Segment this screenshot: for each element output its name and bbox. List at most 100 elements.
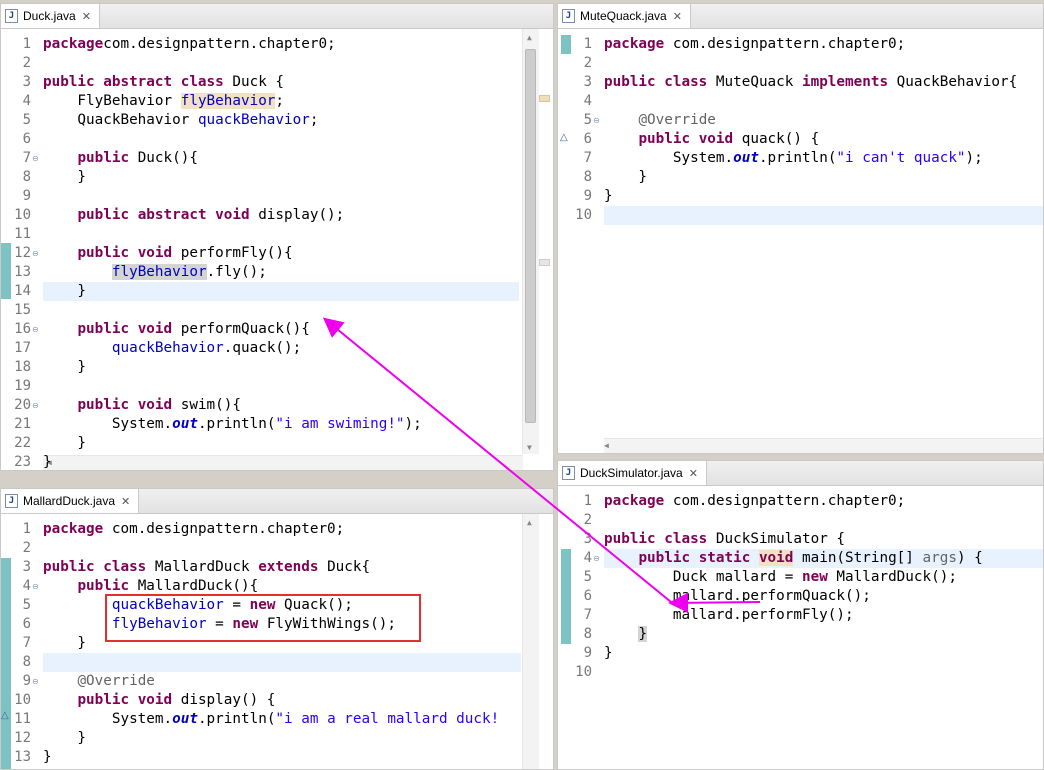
- code-line[interactable]: FlyBehavior flyBehavior;: [43, 92, 553, 111]
- code-token: }: [638, 626, 648, 642]
- java-file-icon: J: [5, 9, 18, 23]
- code-line[interactable]: quackBehavior = new Quack();: [43, 596, 553, 615]
- close-icon[interactable]: ✕: [121, 495, 131, 508]
- code-token: com.designpattern.chapter0;: [664, 36, 906, 52]
- code-line[interactable]: package com.designpattern.chapter0;: [604, 35, 1043, 54]
- code-token: flyBehavior: [111, 264, 207, 280]
- tab-ducksimulator-java[interactable]: J DuckSimulator.java ✕: [558, 461, 707, 485]
- code-line[interactable]: System.out.println("i am a real mallard …: [43, 710, 553, 729]
- code-line[interactable]: public void performQuack(){: [43, 320, 553, 339]
- code-line[interactable]: package com.designpattern.chapter0;: [43, 520, 553, 539]
- code-line[interactable]: public class MuteQuack implements QuackB…: [604, 73, 1043, 92]
- code-line[interactable]: public abstract class Duck {: [43, 73, 553, 92]
- code-line[interactable]: package com.designpattern.chapter0;: [604, 492, 1043, 511]
- fold-collapse-icon[interactable]: ⊖: [593, 554, 600, 563]
- code-line[interactable]: public class MallardDuck extends Duck{: [43, 558, 553, 577]
- scroll-left-icon[interactable]: ◀: [47, 458, 52, 467]
- code-token: quackBehavior: [197, 112, 310, 128]
- fold-collapse-icon[interactable]: ⊖: [32, 582, 39, 591]
- code-line[interactable]: }: [43, 634, 553, 653]
- fold-collapse-icon[interactable]: ⊖: [593, 116, 600, 125]
- code-line[interactable]: @Override: [604, 111, 1043, 130]
- code-line[interactable]: public MallardDuck(){: [43, 577, 553, 596]
- code-line[interactable]: System.out.println("i am swiming!");: [43, 415, 553, 434]
- scroll-up-icon[interactable]: ▲: [527, 33, 532, 42]
- line-number: 11: [14, 711, 31, 727]
- code-line[interactable]: }: [43, 168, 553, 187]
- line-number: 5: [583, 569, 592, 585]
- mutequack-horizontal-scrollbar[interactable]: ◀: [604, 438, 1043, 453]
- code-line[interactable]: mallard.performFly();: [604, 606, 1043, 625]
- code-token: mallard.performFly();: [604, 607, 854, 623]
- line-number: 3: [583, 531, 592, 547]
- code-line[interactable]: packagecom.designpattern.chapter0;: [43, 35, 553, 54]
- code-line[interactable]: public static void main(String[] args) {: [604, 549, 1043, 568]
- close-icon[interactable]: ✕: [672, 10, 682, 23]
- code-token: .println(: [758, 150, 837, 166]
- code-line[interactable]: public void swim(){: [43, 396, 553, 415]
- code-line[interactable]: @Override: [43, 672, 553, 691]
- code-line[interactable]: flyBehavior.fly();: [43, 263, 553, 282]
- fold-collapse-icon[interactable]: ⊖: [32, 401, 39, 410]
- code-line[interactable]: }: [43, 282, 553, 301]
- code-token: MallardDuck();: [827, 569, 957, 585]
- duck-tab-bar: J Duck.java ✕: [1, 4, 553, 29]
- code-line[interactable]: public abstract void display();: [43, 206, 553, 225]
- tab-mallardduck-java[interactable]: J MallardDuck.java ✕: [1, 489, 140, 513]
- line-number: 6: [22, 131, 31, 147]
- code-line[interactable]: }: [604, 625, 1043, 644]
- code-line[interactable]: QuackBehavior quackBehavior;: [43, 111, 553, 130]
- fold-collapse-icon[interactable]: ⊖: [32, 677, 39, 686]
- fold-collapse-icon[interactable]: ⊖: [32, 325, 39, 334]
- code-token: [604, 550, 638, 566]
- code-token: public static: [638, 550, 751, 566]
- code-token: }: [43, 635, 87, 651]
- close-icon[interactable]: ✕: [81, 10, 91, 23]
- code-token: }: [604, 169, 648, 185]
- code-token: package: [604, 36, 665, 52]
- line-number: 21: [14, 416, 31, 432]
- code-token: public void: [77, 397, 173, 413]
- code-line[interactable]: Duck mallard = new MallardDuck();: [604, 568, 1043, 587]
- current-line-highlight: [43, 653, 521, 672]
- code-line[interactable]: public void performFly(){: [43, 244, 553, 263]
- code-token: FlyWithWings();: [258, 616, 396, 632]
- code-line[interactable]: System.out.println("i can't quack");: [604, 149, 1043, 168]
- code-line[interactable]: quackBehavior.quack();: [43, 339, 553, 358]
- code-line[interactable]: }: [43, 748, 553, 767]
- code-token: [43, 207, 77, 223]
- tab-mutequack-java[interactable]: J MuteQuack.java ✕: [558, 4, 691, 28]
- code-line[interactable]: public class DuckSimulator {: [604, 530, 1043, 549]
- code-line[interactable]: }: [43, 434, 553, 453]
- code-line[interactable]: }: [43, 358, 553, 377]
- code-line[interactable]: }: [43, 453, 553, 470]
- code-line[interactable]: }: [604, 644, 1043, 663]
- code-token: [43, 673, 77, 689]
- code-token: quackBehavior: [111, 597, 224, 613]
- code-line[interactable]: public void quack() {: [604, 130, 1043, 149]
- line-number: 19: [14, 378, 31, 394]
- fold-collapse-icon[interactable]: ⊖: [32, 249, 39, 258]
- java-file-icon: J: [562, 466, 575, 480]
- code-line[interactable]: public Duck(){: [43, 149, 553, 168]
- code-line[interactable]: flyBehavior = new FlyWithWings();: [43, 615, 553, 634]
- code-token: [43, 340, 112, 356]
- fold-collapse-icon[interactable]: ⊖: [32, 154, 39, 163]
- code-token: void: [758, 550, 794, 566]
- scroll-left-icon[interactable]: ◀: [604, 441, 609, 450]
- line-number: 3: [22, 74, 31, 90]
- code-line[interactable]: public void display() {: [43, 691, 553, 710]
- line-number: 5: [22, 112, 31, 128]
- code-line[interactable]: }: [604, 168, 1043, 187]
- close-icon[interactable]: ✕: [688, 467, 698, 480]
- code-line[interactable]: }: [43, 729, 553, 748]
- tab-duck-java[interactable]: J Duck.java ✕: [1, 4, 100, 28]
- code-token: quackBehavior: [111, 340, 224, 356]
- code-line[interactable]: }: [604, 187, 1043, 206]
- code-line[interactable]: mallard.performQuack();: [604, 587, 1043, 606]
